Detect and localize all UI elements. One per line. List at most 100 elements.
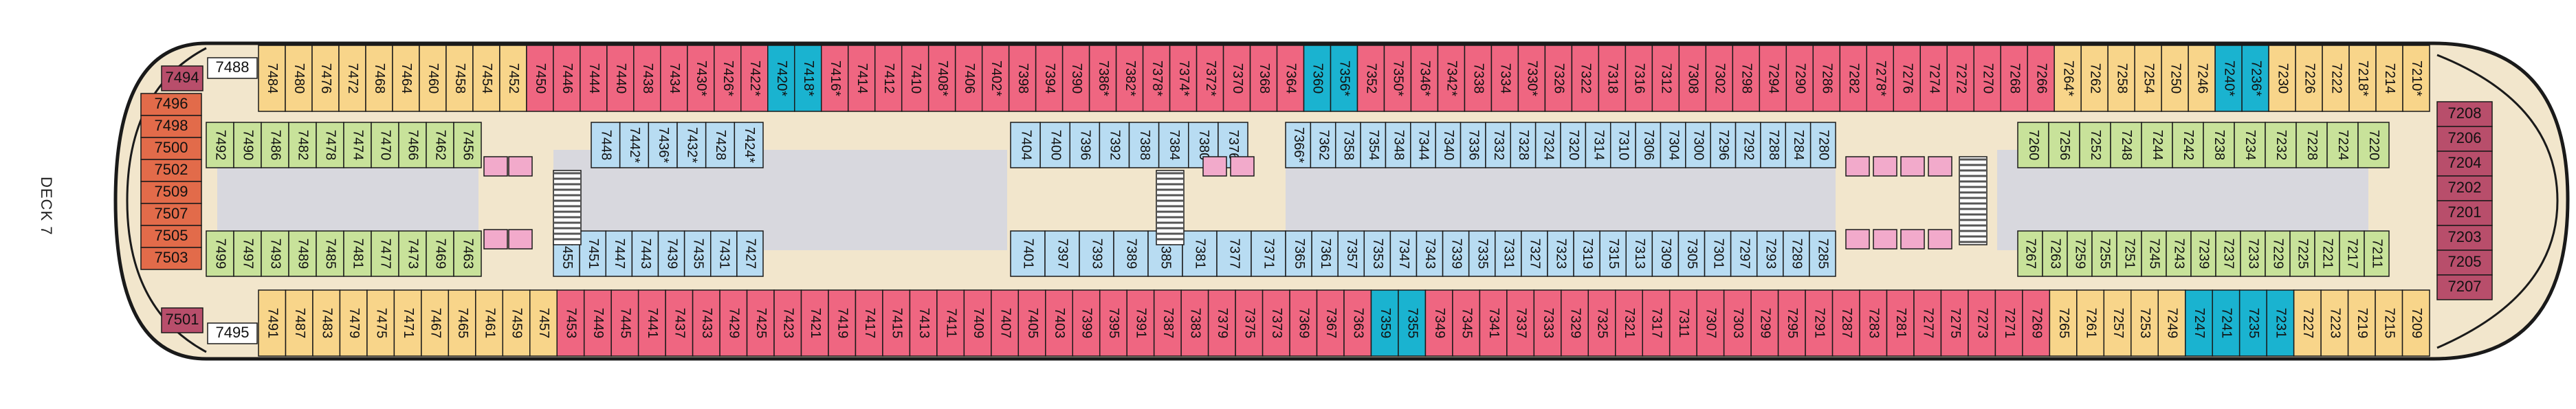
bottom-inner-fwd-cabin-number: 7237 <box>2221 239 2236 269</box>
bottom-outer-cabin-number: 7241 <box>2219 308 2234 339</box>
top-inner-mid3-cabin <box>1560 122 1587 168</box>
top-outer-cabin-number: 7476 <box>318 63 333 94</box>
top-outer-cabin-number: 7264* <box>2060 60 2076 96</box>
top-outer-cabin <box>1625 45 1653 112</box>
bottom-outer-cabin-number: 7445 <box>618 308 633 339</box>
top-inner-mid1-cabin-number: 7442* <box>627 127 642 163</box>
bottom-inner-mid3-cabin <box>1677 230 1706 277</box>
aft-corner-number: 7501 <box>166 311 199 328</box>
top-inner-aft-cabin-number: 7490 <box>241 130 256 161</box>
bottom-outer-cabin <box>1452 289 1481 357</box>
top-inner-fwd-cabin <box>2079 122 2111 168</box>
bottom-outer-cabin-number: 7367 <box>1323 308 1339 339</box>
top-outer-cabin-number: 7360 <box>1310 63 1325 94</box>
top-outer-cabin <box>927 45 956 112</box>
bottom-inner-mid1-cabin-number: 7443 <box>638 239 653 269</box>
top-outer-cabin <box>2241 45 2269 112</box>
bottom-outer-cabin-number: 7257 <box>2111 308 2126 339</box>
bottom-outer-cabin-number: 7373 <box>1269 308 1284 339</box>
bottom-outer-cabin-number: 7295 <box>1785 308 1800 339</box>
elevator <box>1230 156 1255 177</box>
top-inner-fwd-cabin-number: 7244 <box>2150 130 2165 161</box>
forward-cabin-number: 7205 <box>2448 253 2482 270</box>
bottom-outer-cabin-number: 7269 <box>2029 308 2044 339</box>
bottom-outer-cabin-number: 7223 <box>2328 308 2343 339</box>
top-inner-fwd-cabin <box>2296 122 2328 168</box>
bottom-inner-fwd-cabin <box>2240 230 2266 277</box>
top-outer-cabin-number: 7444 <box>586 63 602 94</box>
bottom-inner-mid3-cabin-number: 7347 <box>1396 239 1411 269</box>
elevator <box>483 156 508 177</box>
bottom-outer-cabin <box>1968 289 1996 357</box>
bottom-inner-mid3-cabin-number: 7305 <box>1684 239 1699 269</box>
bottom-outer-cabin-number: 7281 <box>1893 308 1908 339</box>
bottom-outer-cabin <box>2347 289 2376 357</box>
top-outer-cabin-number: 7386* <box>1096 60 1111 96</box>
top-outer-cabin-number: 7356* <box>1337 60 1352 96</box>
bottom-outer-cabin <box>1859 289 1888 357</box>
bottom-inner-mid2-cabin <box>1182 230 1218 277</box>
bottom-outer-cabin-number: 7349 <box>1432 308 1447 339</box>
top-outer-cabin <box>1115 45 1144 112</box>
bottom-inner-fwd-cabin-number: 7233 <box>2246 239 2261 269</box>
aft-suite-cabin <box>140 247 202 270</box>
bottom-outer-cabin <box>1805 289 1834 357</box>
bottom-inner-mid3-cabin <box>1547 230 1574 277</box>
bottom-outer-cabin-number: 7421 <box>808 308 823 339</box>
bottom-outer-cabin-number: 7391 <box>1134 308 1149 339</box>
bottom-inner-fwd-cabin <box>2339 230 2365 277</box>
top-inner-mid1-cabin <box>734 122 764 168</box>
top-outer-cabin-number: 7454 <box>479 63 494 94</box>
top-outer-cabin <box>714 45 742 112</box>
aft-suite-number: 7503 <box>155 249 188 266</box>
top-inner-mid2-cabin <box>1069 122 1101 168</box>
bottom-outer-cabin-number: 7283 <box>1866 308 1881 339</box>
top-outer-cabin <box>1651 45 1680 112</box>
elevator <box>1845 156 1870 177</box>
bottom-outer-cabin-number: 7235 <box>2246 308 2261 339</box>
top-inner-mid1-cabin <box>705 122 736 168</box>
bottom-inner-fwd-cabin-number: 7217 <box>2345 239 2360 269</box>
bottom-outer-cabin <box>936 289 965 357</box>
top-outer-cabin-number: 7394 <box>1042 63 1057 94</box>
top-inner-aft-cabin-number: 7470 <box>378 130 393 161</box>
top-inner-fwd-cabin <box>2048 122 2080 168</box>
top-outer-cabin-number: 7422* <box>747 60 762 96</box>
bottom-inner-mid3-cabin-number: 7353 <box>1370 239 1385 269</box>
top-inner-mid3-cabin-number: 7306 <box>1641 130 1656 161</box>
bottom-inner-mid3-cabin-number: 7313 <box>1632 239 1647 269</box>
bottom-inner-aft-cabin-number: 7469 <box>433 239 448 269</box>
top-outer-cabin-number: 7402* <box>989 60 1004 96</box>
top-inner-fwd-cabin-number: 7256 <box>2057 130 2072 161</box>
top-inner-mid2-cabin-number: 7376 <box>1226 130 1241 161</box>
top-inner-mid3-cabin-number: 7358 <box>1341 130 1356 161</box>
top-inner-mid3-cabin-number: 7300 <box>1691 130 1706 161</box>
bottom-outer-cabin <box>312 289 341 357</box>
top-inner-mid3-cabin <box>1510 122 1537 168</box>
bottom-outer-cabin-number: 7227 <box>2300 308 2315 339</box>
top-inner-aft-cabin-number: 7462 <box>433 130 448 161</box>
aft-small-number: 7495 <box>216 324 250 341</box>
bottom-outer-cabin-number: 7273 <box>1974 308 1990 339</box>
top-outer-cabin-number: 7472 <box>345 63 360 94</box>
bottom-outer-cabin <box>1886 289 1915 357</box>
bottom-outer-cabin <box>1370 289 1399 357</box>
top-outer-cabin-number: 7418* <box>801 60 816 96</box>
bottom-inner-fwd-cabin <box>2067 230 2093 277</box>
top-inner-aft-cabin <box>371 122 399 168</box>
top-outer-cabin <box>981 45 1010 112</box>
top-outer-cabin <box>2348 45 2377 112</box>
top-outer-cabin <box>1919 45 1948 112</box>
stairs <box>553 170 582 245</box>
bottom-outer-cabin <box>637 289 666 357</box>
top-inner-fwd-cabin <box>2172 122 2204 168</box>
top-inner-mid3-cabin-number: 7280 <box>1816 130 1831 161</box>
bottom-inner-mid3-cabin-number: 7323 <box>1554 239 1569 269</box>
elevator <box>508 156 533 177</box>
top-inner-mid3-cabin-number: 7288 <box>1766 130 1781 161</box>
bottom-outer-cabin <box>1750 289 1779 357</box>
bottom-inner-mid1-cabin-number: 7435 <box>690 239 705 269</box>
bottom-outer-cabin-number: 7321 <box>1622 308 1637 339</box>
bottom-outer-cabin-number: 7307 <box>1704 308 1719 339</box>
bottom-inner-mid2-cabin-number: 7371 <box>1262 239 1277 269</box>
